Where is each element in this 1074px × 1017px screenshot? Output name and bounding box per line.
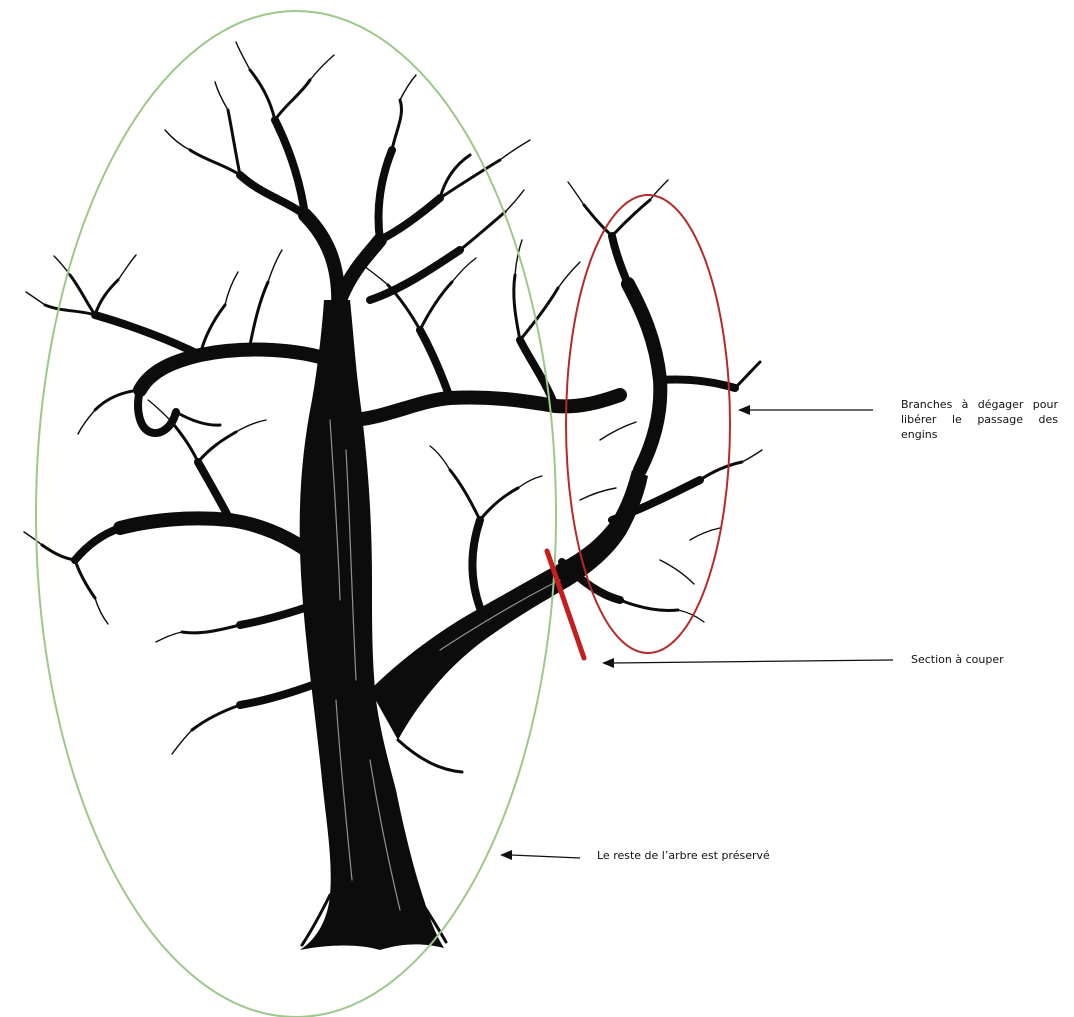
arrow-section-icon xyxy=(602,658,893,668)
section-to-cut-label: Section à couper xyxy=(911,652,1004,667)
tree-right-limb xyxy=(370,470,648,740)
arrow-branches-icon xyxy=(738,405,873,415)
arrow-rest-icon xyxy=(500,850,580,860)
branches-to-clear-label: Branches à dégager pour libérer le passa… xyxy=(901,397,1058,442)
tree-illustration xyxy=(24,42,762,950)
tree-preserved-label: Le reste de l’arbre est préservé xyxy=(597,848,770,863)
